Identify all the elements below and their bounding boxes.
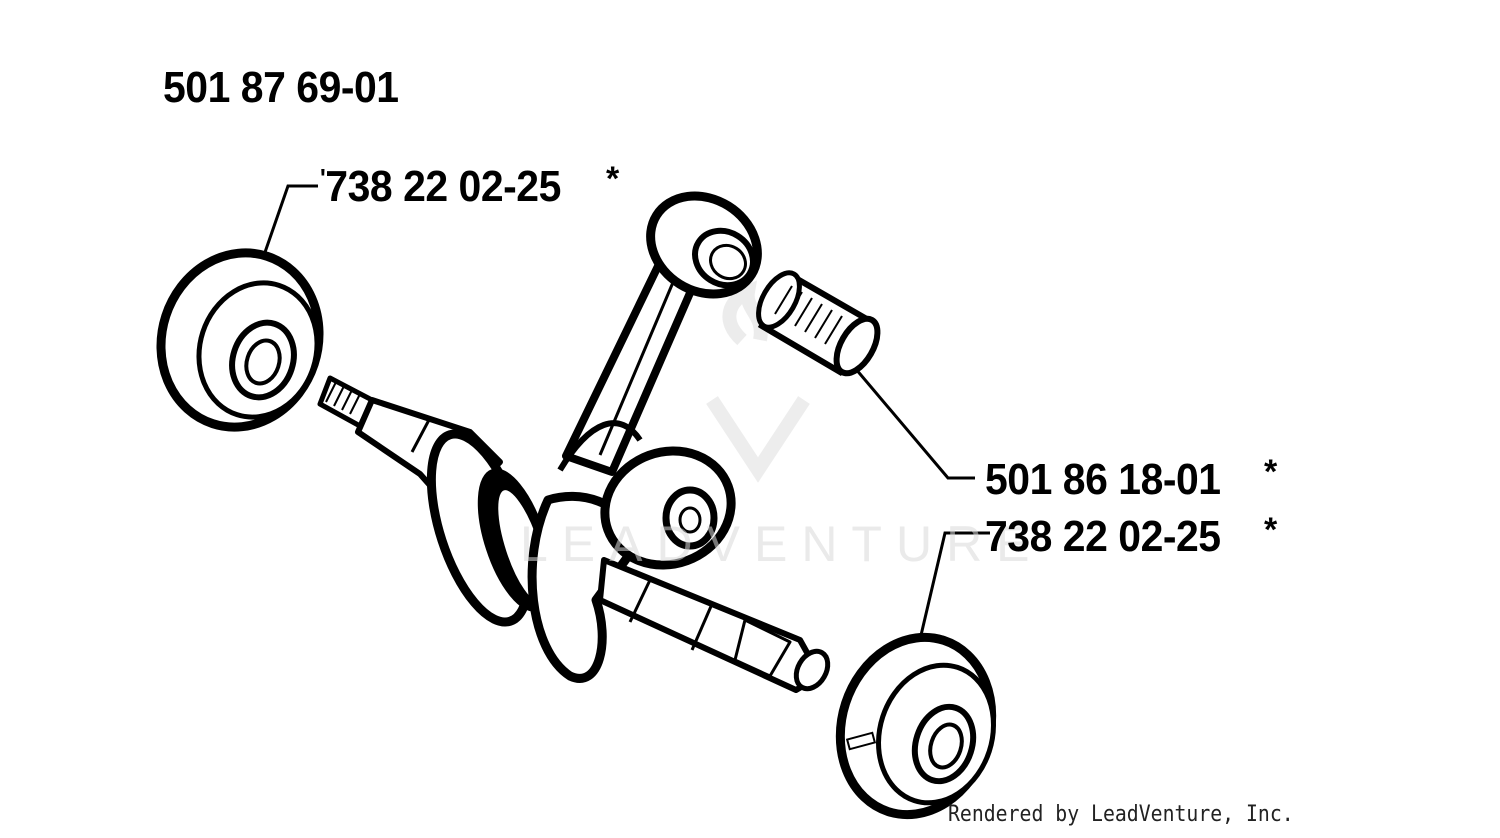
- leader-lines: [261, 184, 990, 649]
- left-bearing-part-number: 738 22 02-25: [325, 162, 561, 211]
- render-credit: Rendered by LeadVenture, Inc.: [948, 802, 1294, 827]
- connecting-rod: [557, 191, 762, 570]
- needle-bearing: [756, 270, 881, 377]
- left-bearing: [156, 248, 324, 432]
- right-bearing: [835, 632, 997, 820]
- right-bearing-part-number: 738 22 02-25: [985, 512, 1221, 561]
- assembly-part-number: 501 87 69-01: [163, 63, 399, 112]
- left-bearing-marker: *: [606, 160, 620, 198]
- left-bearing-tick: ': [320, 163, 326, 193]
- left-bearing-label: '738 22 02-25: [320, 165, 561, 209]
- needle-bearing-part-number: 501 86 18-01: [985, 455, 1221, 504]
- needle-bearing-marker: *: [1264, 453, 1278, 491]
- watermark-text: LEADVENTURE: [520, 516, 1044, 572]
- right-bearing-marker: *: [1264, 511, 1278, 549]
